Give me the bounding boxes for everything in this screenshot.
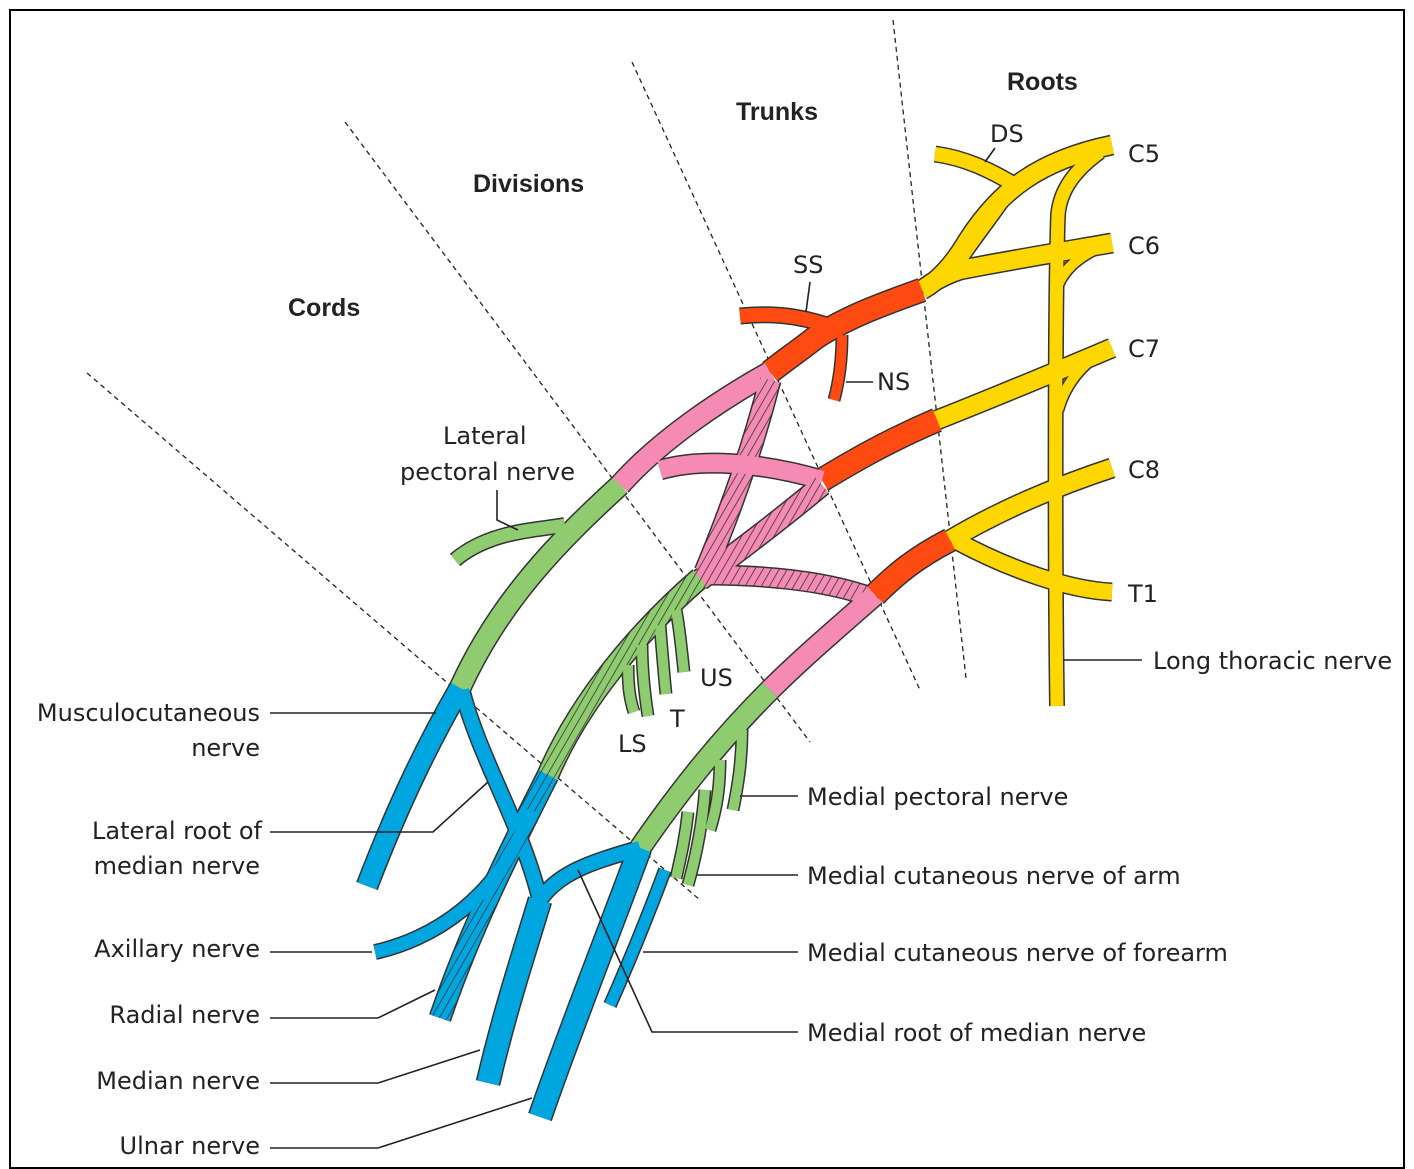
- root-t1-label: T1: [1127, 580, 1158, 608]
- root-c7-label: C7: [1128, 335, 1160, 363]
- lower-subscapular-nerve: [637, 644, 653, 717]
- ss-leader: [805, 281, 811, 313]
- root-c8-label: C8: [1128, 456, 1160, 484]
- lateral-pectoral-label-2: pectoral nerve: [400, 458, 575, 486]
- c7-root: [933, 339, 1116, 429]
- lateral-root-of-median-nerve: [455, 688, 547, 902]
- ds-leader: [984, 147, 996, 163]
- lateral-pectoral-leader: [496, 490, 519, 531]
- medial-cutaneous-nerve-of-arm: [683, 789, 710, 887]
- upper-subscapular-nerve: [671, 609, 689, 673]
- medial-cut-arm-label: Medial cutaneous nerve of arm: [807, 862, 1181, 890]
- ulnar-nerve: [529, 844, 651, 1121]
- radial-leader: [270, 989, 436, 1019]
- root-c5-label: C5: [1128, 140, 1160, 168]
- c5-c6-junction: [949, 184, 1017, 272]
- root-c6-label: C6: [1128, 232, 1160, 260]
- medial-cutaneous-nerve-of-arm-2: [671, 811, 693, 880]
- zone-roots: Roots: [1007, 68, 1078, 96]
- medial-root-label: Medial root of median nerve: [807, 1019, 1146, 1047]
- labels: Roots Trunks Divisions Cords C5 C6 C7 C8…: [37, 68, 1392, 1160]
- thoracodorsal-nerve: [655, 624, 671, 695]
- lateral-root-label-2: median nerve: [94, 852, 260, 880]
- ls-label: LS: [618, 730, 647, 758]
- ds-label: DS: [990, 120, 1024, 148]
- upper-trunk: [763, 279, 926, 381]
- medial-cutaneous-nerve-of-forearm: [604, 868, 671, 1008]
- t1-root: [951, 532, 1113, 600]
- medial-pectoral-label: Medial pectoral nerve: [807, 783, 1068, 811]
- lateral-pectoral-nerve: [450, 518, 567, 566]
- c8-root: [945, 459, 1115, 548]
- lower-trunk: [867, 530, 956, 603]
- medial-pectoral-nerve: [728, 729, 747, 811]
- nerve-to-subclavius: [829, 334, 847, 402]
- zone-cords: Cords: [288, 294, 360, 322]
- lower-trunk-anterior-division: [762, 587, 882, 698]
- roots-trunks-boundary: [892, 19, 967, 679]
- lateral-cord: [450, 477, 627, 693]
- zone-trunks: Trunks: [736, 98, 818, 126]
- upper-trunk-anterior-division: [612, 363, 775, 492]
- middle-trunk: [816, 409, 942, 490]
- ss-label: SS: [793, 251, 823, 279]
- divisions-cords-boundary: [344, 121, 811, 743]
- t-label: T: [669, 705, 685, 733]
- zone-divisions: Divisions: [473, 170, 584, 198]
- lower-trunk-posterior-division: [704, 566, 868, 604]
- axillary-nerve: [373, 807, 537, 959]
- radial-label: Radial nerve: [109, 1001, 260, 1029]
- musculocutaneous-label-2: nerve: [191, 734, 260, 762]
- long-thoracic-label: Long thoracic nerve: [1153, 647, 1392, 675]
- musculocutaneous-nerve: [357, 683, 469, 890]
- radial-nerve: [430, 770, 557, 1022]
- long-thoracic-nerve: [1049, 146, 1104, 707]
- median-nerve: [477, 896, 551, 1086]
- medial-pectoral-nerve-2: [705, 759, 725, 832]
- medial-root-leader: [577, 869, 798, 1033]
- lateral-root-leader: [270, 781, 489, 833]
- dorsal-scapular-nerve: [933, 147, 1019, 192]
- medial-cut-forearm-label: Medial cutaneous nerve of forearm: [807, 939, 1228, 967]
- median-label: Median nerve: [96, 1067, 260, 1095]
- median-leader: [270, 1049, 481, 1084]
- lateral-pectoral-label-1: Lateral: [443, 422, 527, 450]
- nerve-outlines: [356, 134, 1117, 1122]
- middle-trunk-anterior-division: [657, 454, 825, 489]
- c6-root: [916, 234, 1114, 298]
- posterior-cord: [538, 570, 707, 779]
- us-label: US: [700, 664, 733, 692]
- axillary-label: Axillary nerve: [94, 935, 260, 963]
- lower-subscapular-nerve-2: [623, 664, 639, 714]
- ulnar-leader: [270, 1097, 533, 1149]
- suprascapular-nerve: [739, 307, 843, 337]
- lateral-root-label-1: Lateral root of: [92, 817, 263, 845]
- ns-label: NS: [877, 368, 910, 396]
- musculocutaneous-label-1: Musculocutaneous: [37, 699, 260, 727]
- medial-cord: [631, 682, 778, 854]
- ulnar-label: Ulnar nerve: [120, 1132, 260, 1160]
